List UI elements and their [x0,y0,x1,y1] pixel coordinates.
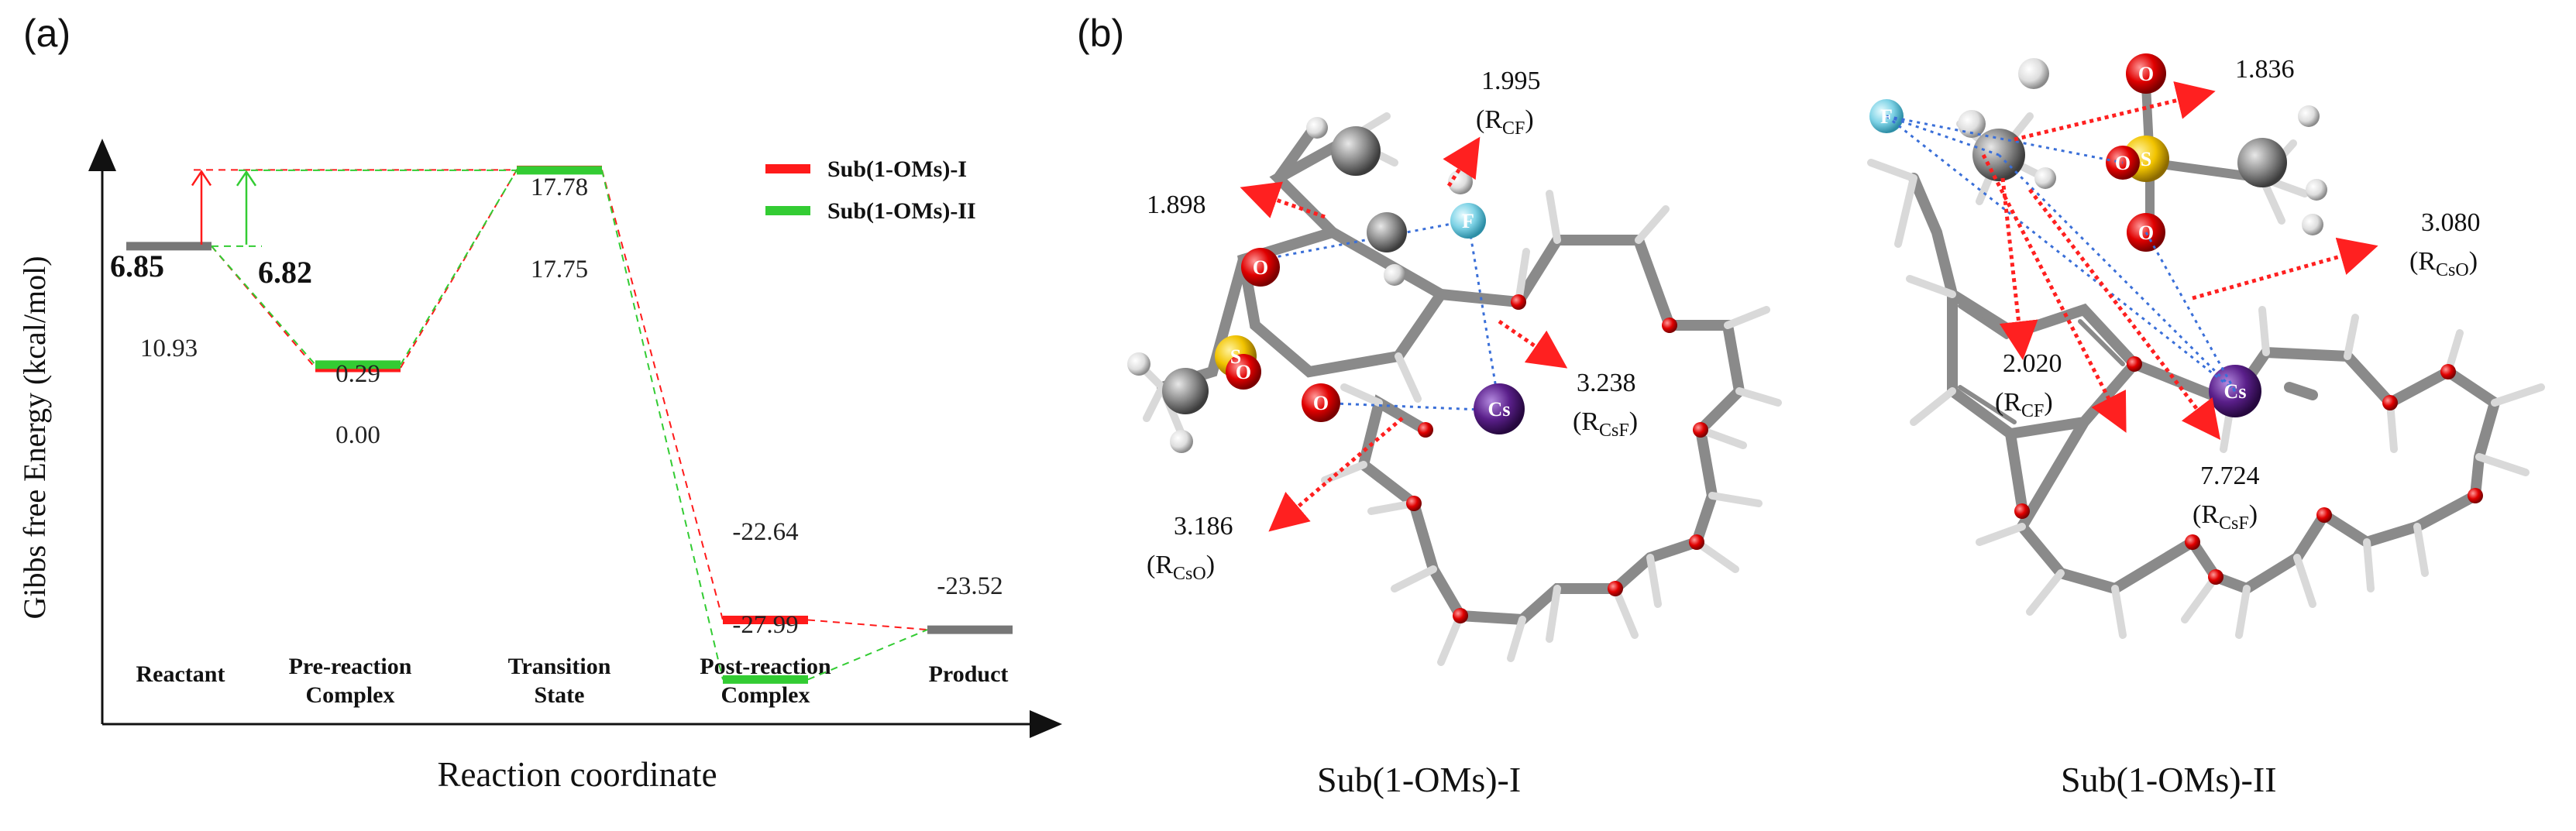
atom-label-s: S [2141,148,2151,170]
hydrogen-atom [2306,179,2327,201]
value-label-product: -23.52 [937,572,1003,600]
carbon-atom [1367,212,1407,252]
carbon-atom [2237,138,2287,187]
distance-value-rcf: 2.020 [2003,349,2062,378]
value-label-pre-II: 0.29 [335,360,380,388]
molecule-sub-I: O S O O F Cs 1.995 (RCF) 1.898 3.238 (RC… [1127,67,1782,666]
crown-oxygens [2014,356,2483,585]
value-label-reactant: 10.93 [140,335,198,362]
x-axis-label: Reaction coordinate [437,755,717,794]
panel-b-label: (b) [1077,12,1125,55]
atom-label-cs: Cs [1488,398,1511,421]
atom-label-o: O [1253,256,1268,279]
connector-lines [211,169,928,681]
hydrogen-atom [2018,58,2049,89]
crown-oxygens [1406,294,1708,623]
fluorine-atom [1450,203,1486,239]
distance-arrows [1240,136,1568,532]
molecule-sub-II: F O S O O Cs 1.836 3.080 (RCsO) 2.020 (R… [1867,53,2545,639]
value-label-post-II: -27.99 [732,611,798,639]
y-axis-label: Gibbs free Energy (kcal/mol) [17,256,52,619]
energy-profile-chart: Gibbs free Energy (kcal/mol) Reaction co… [17,139,1062,794]
methyl-fragment [1956,58,2056,205]
distance-label-rcsf: (RCsF) [2193,500,2258,534]
barrier-arrows [191,169,517,245]
distance-value-rcf: 1.995 [1481,67,1541,95]
connector-sub-II-1 [400,170,518,366]
distance-value-rcso: 3.080 [2421,208,2481,237]
distance-value-rcsf: 3.238 [1577,369,1636,397]
distance-label-rcso: (RCsO) [1147,551,1215,584]
barrier-arrow-sub-II [236,170,257,245]
distance-value-rcso: 3.186 [1174,512,1233,541]
hydrogen-atom [2034,167,2056,189]
legend-label-sub-II: Sub(1-OMs)-II [827,198,976,224]
distance-value-rcsf: 7.724 [2200,462,2260,490]
contact-lines [1886,115,2237,393]
connector-sub-II-3 [807,629,928,681]
oxygen-atom [2126,53,2166,94]
energy-level-bars [126,165,1013,684]
atom-label-o: O [1236,361,1251,383]
oxygen-atom [1302,383,1340,422]
category-label-reactant: Reactant [136,661,225,687]
distance-label-rcsf: (RCsF) [1573,407,1638,441]
hydrogen-atom [1127,352,1150,376]
hydrogen-atom [1170,430,1193,453]
hydrogen-atom [2298,105,2320,127]
value-label-pre-I: 0.00 [335,421,380,449]
barrier-label-sub-I: 6.85 [110,249,164,283]
carbon-atom [1331,126,1381,176]
connector-sub-I-2 [601,170,724,620]
legend: Sub(1-OMs)-I Sub(1-OMs)-II [765,156,976,224]
connector-sub-II-2 [601,170,724,680]
molecule-title-sub-I: Sub(1-OMs)-I [1317,760,1522,799]
barrier-arrow-sub-I [191,170,212,245]
panel-a-label: (a) [23,12,71,55]
category-label-product: Product [929,661,1009,687]
atom-label-f: F [1462,210,1474,232]
value-label-ts-II: 17.75 [531,256,588,283]
legend-label-sub-I: Sub(1-OMs)-I [827,156,967,182]
value-label-post-I: -22.64 [732,518,798,546]
molecular-structures: O S O O F Cs 1.995 (RCF) 1.898 3.238 (RC… [1127,53,2545,666]
atom-label-o: O [1313,392,1329,414]
connector-sub-I-3 [807,619,928,631]
distance-arrows [1981,81,2378,440]
mesylate-fragment [2106,53,2327,252]
molecule-title-sub-II: Sub(1-OMs)-II [2061,760,2277,799]
hydrogen-atom [1384,264,1405,286]
oxygen-atom [1241,248,1280,287]
hydrogen-atom [1448,170,1473,194]
barrier-label-sub-II: 6.82 [258,255,312,290]
distance-value-oh: 1.898 [1147,191,1206,219]
distance-label-rcso: (RCsO) [2409,247,2478,280]
distance-value-oh: 1.836 [2235,55,2295,84]
atom-label-f: F [1880,105,1893,128]
atom-label-o: O [2138,63,2154,85]
atom-label-o: O [2138,221,2154,244]
carbon-atom [1162,368,1209,414]
atom-label-o: O [2115,152,2131,174]
connector-sub-II-0 [211,246,316,366]
atom-label-s: S [1230,345,1241,368]
distance-label-rcf: (RCF) [1476,105,1534,139]
hydrogen-bonds [1135,112,1782,666]
distance-label-rcf: (RCF) [1995,388,2053,421]
level-value-labels: 10.93 0.29 0.00 17.78 17.75 -22.64 -27.9… [140,173,1003,639]
hydrogen-bonds [1867,159,2545,639]
value-label-ts-I: 17.78 [531,173,588,201]
hydrogen-atom [1306,117,1328,139]
oxygen-atom [1226,354,1261,390]
hydrogen-atom [2302,214,2323,235]
cesium-atom [1474,383,1525,434]
contact-lines [1262,219,1501,412]
atom-label-cs: Cs [2224,380,2247,403]
